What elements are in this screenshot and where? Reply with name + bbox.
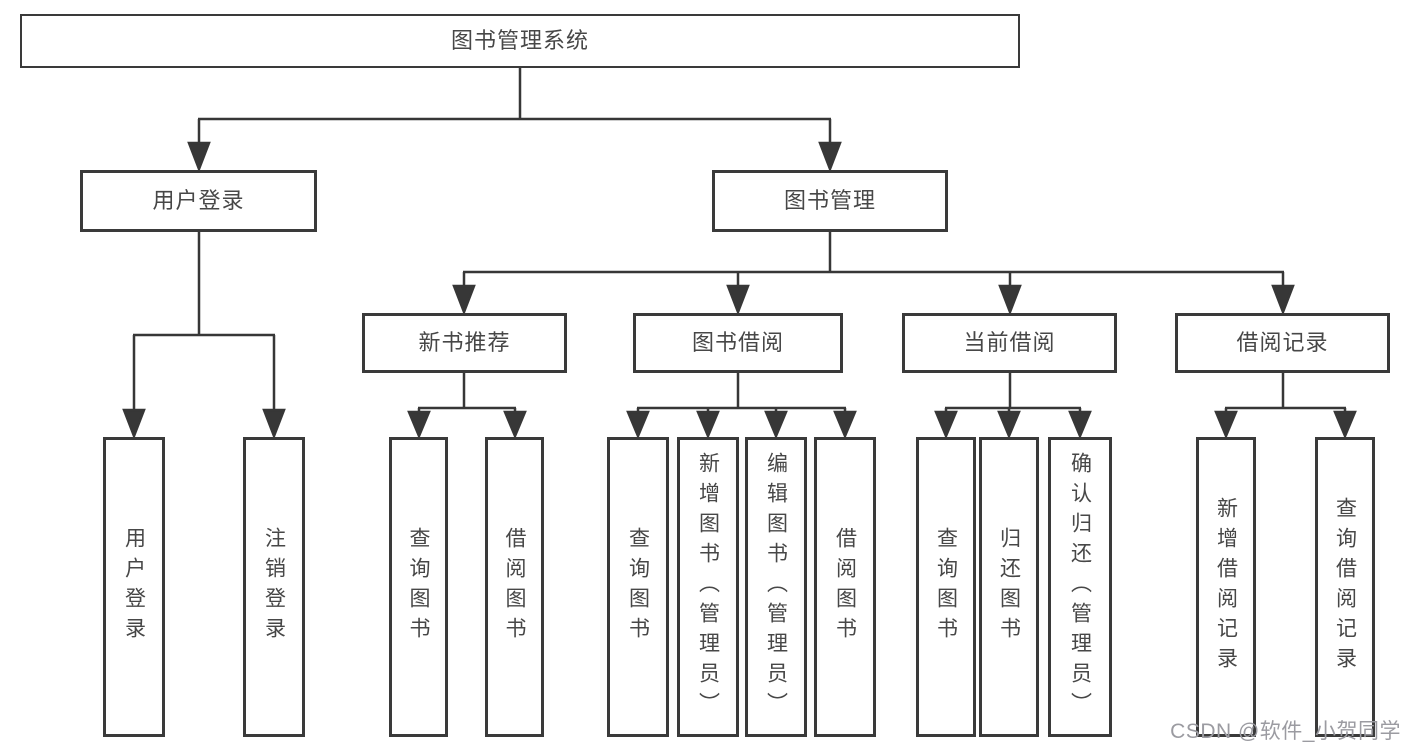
leaf-return-books: 归还图书 [979, 437, 1039, 737]
node-new-book-recommend: 新书推荐 [362, 313, 567, 373]
node-label: 查询图书 [934, 527, 958, 647]
leaf-logout: 注销登录 [243, 437, 305, 737]
node-label: 用户登录 [122, 527, 146, 647]
connector-borrow-records-to-leaves [1214, 373, 1357, 440]
node-label: 图书管理系统 [450, 28, 589, 53]
node-label: 新增借阅记录 [1214, 497, 1238, 677]
node-label: 借阅图书 [503, 527, 526, 647]
node-borrowing-records: 借阅记录 [1175, 313, 1390, 373]
node-label: 当前借阅 [963, 330, 1056, 355]
connector-user-login-to-leaves [122, 232, 286, 440]
node-label: 查询图书 [626, 527, 650, 647]
leaf-borrow-books-2: 借阅图书 [814, 437, 876, 737]
node-label: 图书管理 [783, 188, 876, 213]
node-label: 借阅记录 [1236, 330, 1329, 355]
node-label: 借阅图书 [833, 527, 857, 647]
connector-current-borrow-to-leaves [934, 373, 1092, 440]
csdn-watermark: CSDN @软件_小贺同学 [1170, 720, 1401, 743]
leaf-borrow-books-1: 借阅图书 [485, 437, 544, 737]
leaf-add-books-admin: 新增图书（管理员） [677, 437, 739, 737]
node-label: 注销登录 [262, 527, 286, 647]
node-label: 用户登录 [152, 188, 245, 213]
node-user-login: 用户登录 [80, 170, 317, 232]
node-library-management-system: 图书管理系统 [20, 14, 1020, 68]
leaf-query-books-2: 查询图书 [607, 437, 669, 737]
connector-root-to-level2 [187, 68, 842, 173]
node-label: 确认归还（管理员） [1068, 452, 1092, 722]
node-current-borrowing: 当前借阅 [902, 313, 1117, 373]
leaf-user-login: 用户登录 [103, 437, 165, 737]
node-label: 归还图书 [997, 527, 1021, 647]
leaf-edit-books-admin: 编辑图书（管理员） [745, 437, 807, 737]
connector-new-books-to-leaves [407, 373, 527, 440]
leaf-add-borrow-record: 新增借阅记录 [1196, 437, 1256, 737]
connector-book-mgmt-to-level3 [452, 232, 1295, 316]
leaf-confirm-return-admin: 确认归还（管理员） [1048, 437, 1112, 737]
node-label: 查询图书 [407, 527, 430, 647]
node-label: 图书借阅 [691, 330, 784, 355]
node-book-management: 图书管理 [712, 170, 948, 232]
leaf-query-books-3: 查询图书 [916, 437, 976, 737]
node-label: 新增图书（管理员） [696, 452, 720, 722]
node-book-borrowing: 图书借阅 [633, 313, 843, 373]
leaf-query-books-1: 查询图书 [389, 437, 448, 737]
connector-book-borrow-to-leaves [626, 373, 857, 440]
node-label: 编辑图书（管理员） [764, 452, 788, 722]
leaf-query-borrow-record: 查询借阅记录 [1315, 437, 1375, 737]
node-label: 查询借阅记录 [1333, 497, 1357, 677]
node-label: 新书推荐 [418, 330, 511, 355]
